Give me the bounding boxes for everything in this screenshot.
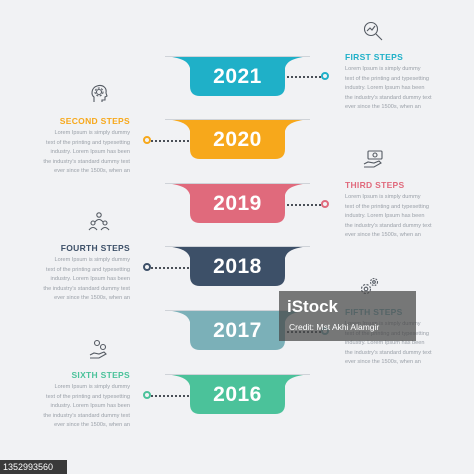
step-body-line: industry. Lorem Ipsum has been — [345, 340, 425, 347]
step-body-line: the industry's standard dummy text — [345, 94, 432, 101]
connector-dot — [321, 200, 329, 208]
connector-line — [287, 204, 321, 206]
tab-shape — [165, 183, 310, 223]
step-body-line: text of the printing and typesetting — [46, 139, 130, 146]
tab-shape — [165, 374, 310, 414]
step-body-line: industry. Lorem Ipsum has been — [50, 149, 131, 156]
step-body-line: the industry's standard dummy text — [43, 158, 130, 165]
step-body-line: the industry's standard dummy text — [43, 285, 130, 292]
step-first: FIRST STEPS Lorem Ipsum is simply dummy … — [345, 52, 474, 113]
year-tab-2021: 2021 — [165, 56, 310, 96]
step-fourth: FOURTH STEPS Lorem Ipsum is simply dummy… — [0, 243, 130, 304]
step-body-line: industry. Lorem Ipsum has been — [50, 403, 131, 410]
step-title: FOURTH STEPS — [60, 243, 130, 253]
year-tab-2017: 2017 — [165, 310, 310, 350]
connector-line — [287, 76, 321, 78]
step-body-line: Lorem Ipsum is simply dummy — [54, 257, 130, 263]
step-sixth: SIXTH STEPS Lorem Ipsum is simply dummy … — [0, 370, 130, 431]
step-body: Lorem Ipsum is simply dummy text of the … — [0, 129, 130, 177]
step-body-line: ever since the 1500s, when an — [54, 422, 130, 429]
year-tab-2019: 2019 — [165, 183, 310, 223]
year-label: 2017 — [213, 319, 262, 342]
hand-money-icon — [362, 148, 384, 170]
tab-shape — [165, 310, 310, 350]
step-body-line: Lorem Ipsum is simply dummy — [345, 194, 421, 200]
step-body-line: the industry's standard dummy text — [345, 349, 432, 356]
stock-watermark: iStock Credit: Mst Akhi Alamgir — [279, 291, 416, 341]
hand-coins-icon — [88, 338, 110, 360]
head-gears-icon — [88, 82, 110, 104]
step-body-line: text of the printing and typesetting — [46, 266, 130, 273]
step-title: FIRST STEPS — [345, 52, 404, 62]
year-tab-2018: 2018 — [165, 246, 310, 286]
step-body: Lorem Ipsum is simply dummy text of the … — [0, 383, 130, 431]
step-body-line: industry. Lorem Ipsum has been — [345, 85, 425, 92]
year-tab-2020: 2020 — [165, 119, 310, 159]
connector-dot — [143, 263, 151, 271]
year-label: 2019 — [213, 192, 262, 215]
image-id-label: 1352993560 — [0, 460, 67, 474]
step-body-line: industry. Lorem Ipsum has been — [50, 276, 131, 283]
step-second: SECOND STEPS Lorem Ipsum is simply dummy… — [0, 116, 130, 177]
tab-shape — [165, 119, 310, 159]
watermark-credit: Credit: Mst Akhi Alamgir — [289, 322, 380, 332]
step-title: THIRD STEPS — [345, 180, 405, 190]
step-body-line: the industry's standard dummy text — [345, 222, 432, 229]
year-label: 2021 — [213, 65, 262, 88]
step-body-line: ever since the 1500s, when an — [54, 295, 130, 302]
step-title: SECOND STEPS — [59, 116, 130, 126]
step-body-line: Lorem Ipsum is simply dummy — [54, 384, 130, 390]
connector-dot — [321, 72, 329, 80]
step-body-line: ever since the 1500s, when an — [345, 359, 421, 366]
connector-dot — [143, 136, 151, 144]
connector-line — [151, 140, 189, 142]
team-icon — [88, 210, 110, 232]
step-body-line: text of the printing and typesetting — [345, 75, 429, 82]
tab-shape — [165, 246, 310, 286]
tab-shape — [165, 56, 310, 96]
year-label: 2020 — [213, 128, 262, 151]
connector-dot — [143, 391, 151, 399]
step-title: SIXTH STEPS — [71, 370, 130, 380]
step-body-line: ever since the 1500s, when an — [54, 168, 130, 175]
step-body-line: text of the printing and typesetting — [345, 203, 429, 210]
step-body-line: text of the printing and typesetting — [46, 393, 130, 400]
step-body: Lorem Ipsum is simply dummy text of the … — [345, 193, 474, 241]
watermark-logo: iStock — [287, 297, 338, 317]
step-body-line: ever since the 1500s, when an — [345, 104, 421, 111]
year-tab-2016: 2016 — [165, 374, 310, 414]
magnifier-chart-icon — [362, 20, 384, 42]
step-body: Lorem Ipsum is simply dummy text of the … — [0, 256, 130, 304]
step-body: Lorem Ipsum is simply dummy text of the … — [345, 65, 474, 113]
step-body-line: Lorem Ipsum is simply dummy — [345, 66, 421, 72]
watermark-logo-text: iStock — [287, 297, 339, 316]
step-third: THIRD STEPS Lorem Ipsum is simply dummy … — [345, 180, 474, 241]
connector-line — [151, 395, 189, 397]
step-body-line: ever since the 1500s, when an — [345, 232, 421, 239]
connector-line — [151, 267, 189, 269]
step-body-line: the industry's standard dummy text — [43, 412, 130, 419]
year-label: 2018 — [213, 255, 262, 278]
step-body-line: Lorem Ipsum is simply dummy — [54, 130, 130, 136]
gears-icon — [358, 276, 380, 298]
step-body-line: industry. Lorem Ipsum has been — [345, 213, 425, 220]
year-label: 2016 — [213, 383, 262, 406]
